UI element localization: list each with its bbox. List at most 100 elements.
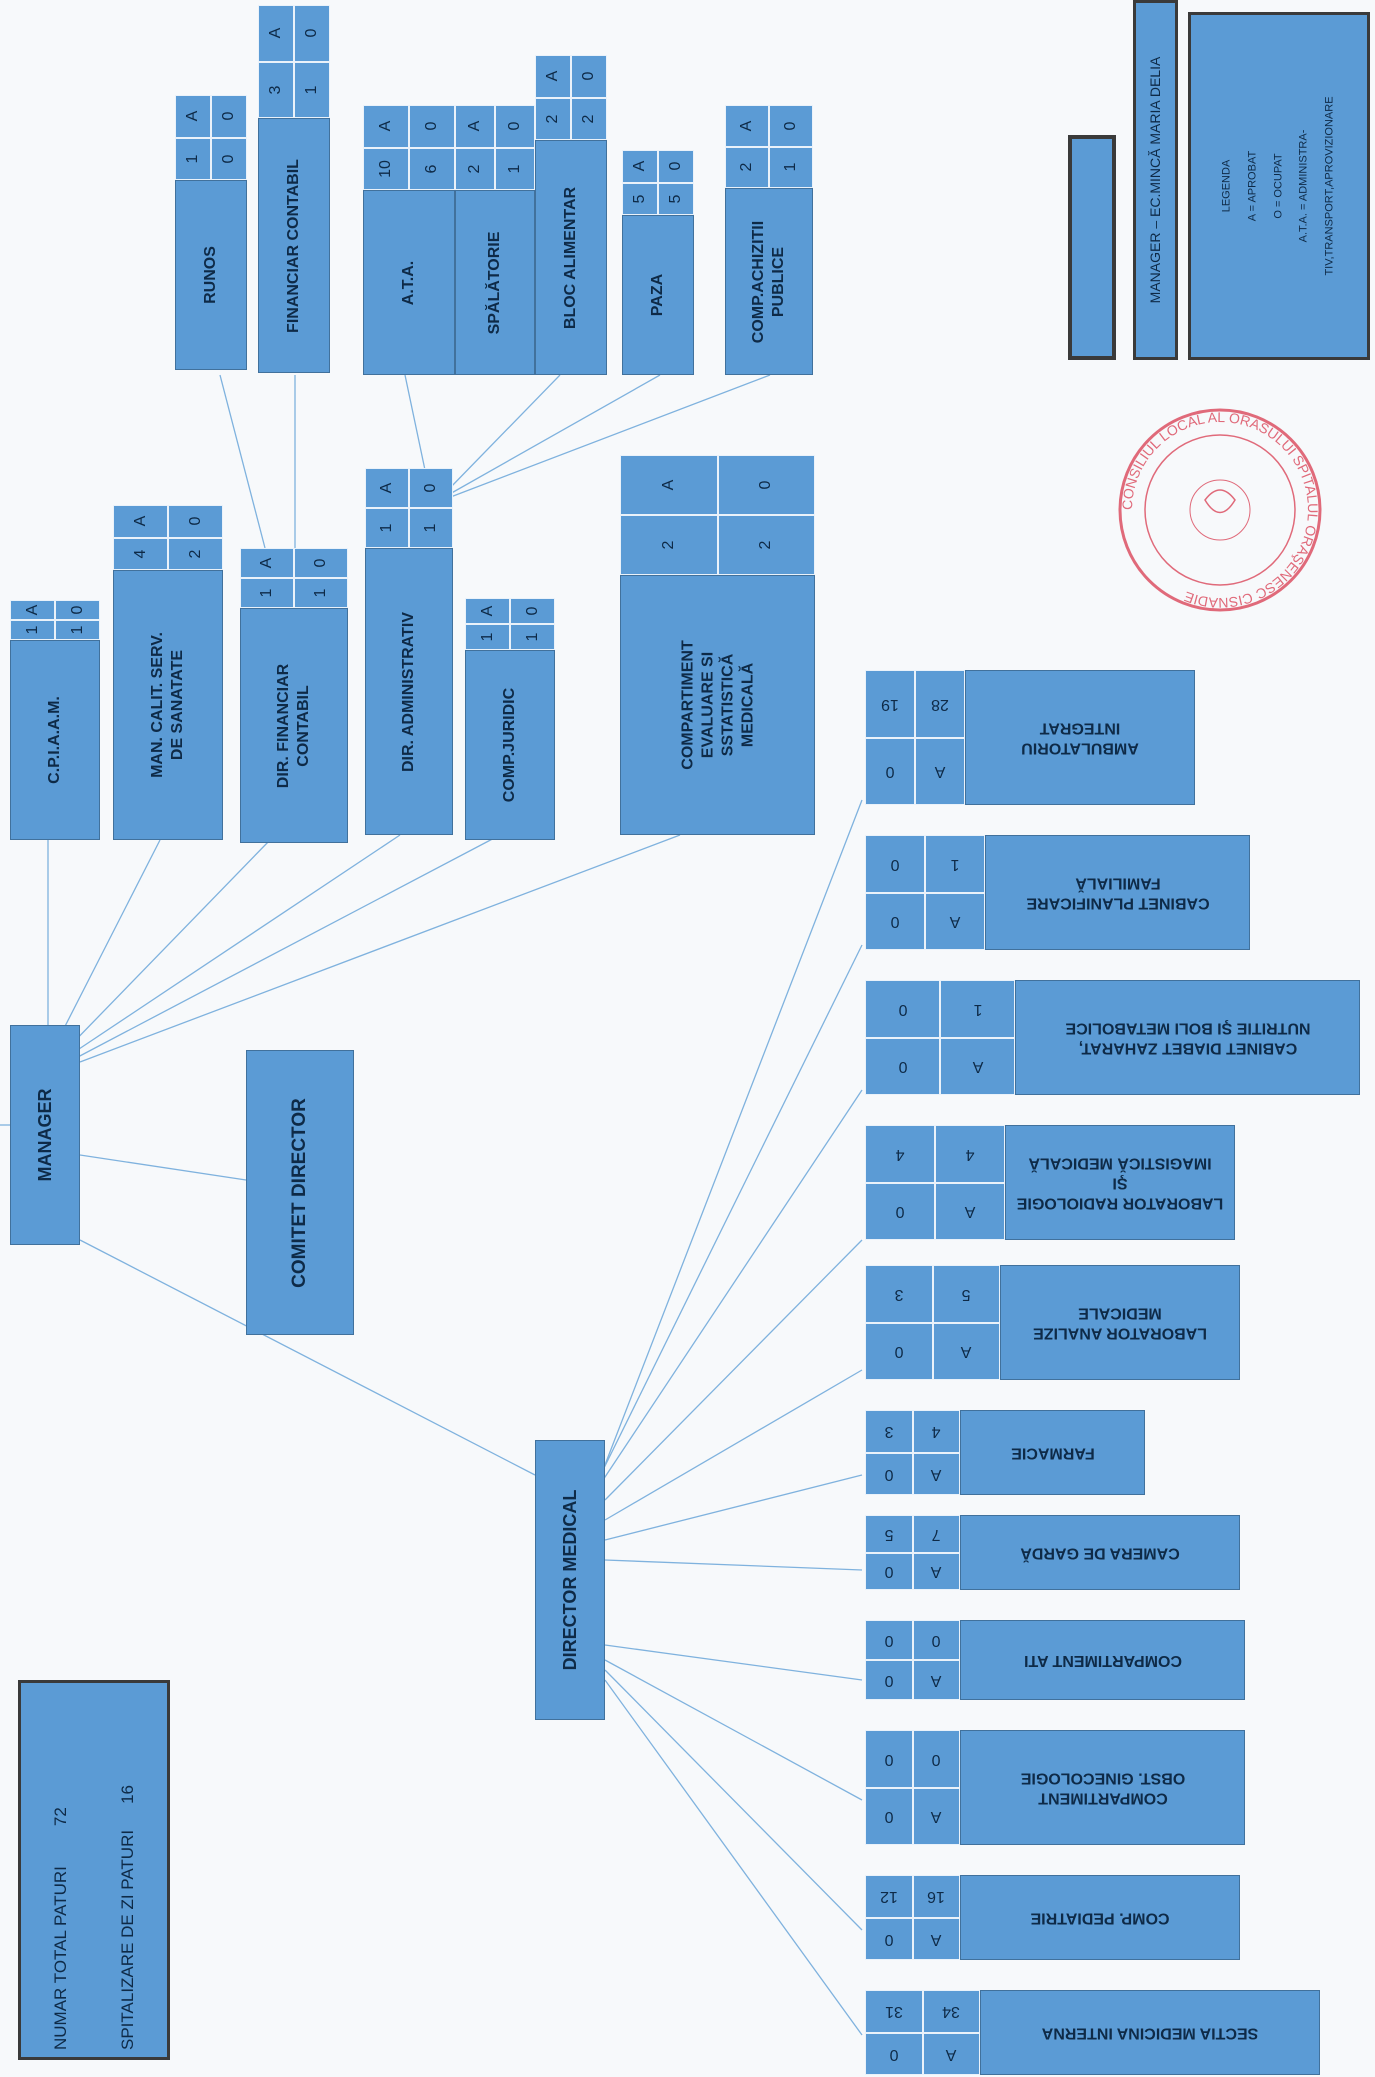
medical-unit-0-label: AMBULATORIU INTEGRAT <box>1021 719 1139 757</box>
medical-unit-10-approved-count: 34 <box>942 2003 961 2021</box>
legend-line-3: A.T.A. = ADMINISTRA- <box>1297 129 1310 243</box>
support-unit-6-box[interactable]: COMP.ACHIZITII PUBLICE <box>725 188 813 375</box>
admin-unit-0-letter-o: 0 <box>68 605 86 615</box>
medical-unit-8-box[interactable]: COMPARTIMENT OBST. GINECOLOGIE <box>960 1730 1245 1845</box>
medical-unit-10-occupied-count: 31 <box>884 2003 903 2021</box>
medical-unit-0-occupied-count: 19 <box>881 695 899 713</box>
medical-unit-6-box[interactable]: CAMERA DE GARDĂ <box>960 1515 1240 1590</box>
admin-unit-4-letter-o: 0 <box>523 606 541 616</box>
support-unit-3-letter-a-cell: A <box>455 105 495 148</box>
medical-unit-8-label: COMPARTIMENT OBST. GINECOLOGIE <box>1020 1769 1185 1807</box>
medical-unit-9-letter-a-cell: A <box>912 1917 960 1960</box>
medical-unit-7-box[interactable]: COMPARTIMENT ATI <box>960 1620 1245 1700</box>
medical-unit-0-box[interactable]: AMBULATORIU INTEGRAT <box>965 670 1195 805</box>
medical-unit-10-letter-o-cell: 0 <box>865 2032 923 2075</box>
medical-unit-10-label: SECTIA MEDICINA INTERNA <box>1041 2024 1259 2042</box>
support-unit-6-approved-count: 2 <box>738 162 755 172</box>
support-unit-6-occupied-count: 1 <box>782 162 799 172</box>
admin-unit-3-letter-o-cell: 0 <box>409 468 453 508</box>
admin-unit-5-letter-o: 0 <box>757 480 775 490</box>
admin-unit-2-letter-a: A <box>258 557 275 569</box>
support-unit-0-letter-o-cell: 0 <box>211 95 247 138</box>
manager-name-label: MANAGER – EC.MINCĂ MARIA DELIA <box>1146 56 1163 304</box>
support-unit-2-occupied-count-cell: 6 <box>409 147 455 190</box>
admin-unit-1-approved-count-cell: 4 <box>113 537 168 570</box>
admin-unit-2-approved-count-cell: 1 <box>240 578 294 608</box>
comitet-director-box[interactable]: COMITET DIRECTOR <box>246 1050 354 1335</box>
medical-unit-7-label: COMPARTIMENT ATI <box>1023 1652 1182 1669</box>
medical-unit-5-letter-o: 0 <box>884 1465 894 1483</box>
admin-unit-0-box[interactable]: C.P.I.A.A.M. <box>10 640 100 840</box>
admin-unit-4-box[interactable]: COMP.JURIDIC <box>465 650 555 840</box>
medical-unit-9-letter-a: A <box>930 1930 942 1948</box>
medical-unit-9-letter-o-cell: 0 <box>865 1917 913 1960</box>
admin-unit-0-approved-count-cell: 1 <box>10 620 55 640</box>
admin-unit-1-label: MAN. CALIT. SERV. DE SANATATE <box>149 632 186 778</box>
support-unit-4-letter-o: 0 <box>580 71 597 81</box>
medical-unit-1-letter-a-cell: A <box>925 892 985 950</box>
medical-unit-2-box[interactable]: CABINET DIABET ZAHARAT, NUTRITIE ŞI BOLI… <box>1015 980 1360 1095</box>
medical-unit-4-box[interactable]: LABORATOR ANALIZE MEDICALE <box>1000 1265 1240 1380</box>
medical-unit-3-label: LABORATOR RADIOLOGIE ŞI IMAGISTICĂ MEDIC… <box>1016 1154 1224 1212</box>
medical-unit-8-occupied-count-cell: 0 <box>865 1730 913 1788</box>
support-unit-5-approved-count: 5 <box>631 194 648 204</box>
medical-unit-3-box[interactable]: LABORATOR RADIOLOGIE ŞI IMAGISTICĂ MEDIC… <box>1005 1125 1235 1240</box>
medical-unit-3-occupied-count-cell: 4 <box>865 1125 935 1183</box>
support-unit-1-letter-a: A <box>267 27 284 39</box>
support-unit-1-box[interactable]: FINANCIAR CONTABIL <box>258 118 330 373</box>
medical-unit-5-box[interactable]: FARMACIE <box>960 1410 1145 1495</box>
admin-unit-5-letter-o-cell: 0 <box>717 455 815 515</box>
medical-unit-8-approved-count-cell: 0 <box>912 1730 960 1788</box>
medical-unit-10-box[interactable]: SECTIA MEDICINA INTERNA <box>980 1990 1320 2075</box>
admin-unit-3-occupied-count: 1 <box>422 523 439 533</box>
admin-unit-0-letter-a: A <box>23 604 41 616</box>
medical-unit-2-letter-o: 0 <box>898 1058 907 1076</box>
medical-unit-7-approved-count-cell: 0 <box>912 1620 960 1660</box>
medical-unit-4-occupied-count-cell: 3 <box>865 1265 933 1323</box>
support-unit-4-letter-a: A <box>544 70 561 82</box>
admin-unit-3-box[interactable]: DIR. ADMINISTRATIV <box>365 548 453 835</box>
support-unit-3-approved-count-cell: 2 <box>455 147 495 190</box>
total-beds-row: NUMAR TOTAL PATURI 72 <box>50 1807 71 2050</box>
medical-unit-9-approved-count: 16 <box>927 1888 946 1906</box>
admin-unit-5-occupied-count: 2 <box>757 540 775 550</box>
medical-unit-9-approved-count-cell: 16 <box>912 1875 960 1918</box>
support-unit-1-occupied-count-cell: 1 <box>294 61 330 118</box>
director-medical-box[interactable]: DIRECTOR MEDICAL <box>535 1440 605 1720</box>
support-unit-0-box[interactable]: RUNOS <box>175 180 247 370</box>
admin-unit-5-box[interactable]: COMPARTIMENT EVALUARE SI SSTATISTICĂ MED… <box>620 575 815 835</box>
manager-box[interactable]: MANAGER <box>10 1025 80 1245</box>
manager-label: MANAGER <box>34 1088 55 1182</box>
admin-unit-4-label: COMP.JURIDIC <box>501 687 518 803</box>
comitet-director-label: COMITET DIRECTOR <box>289 1097 311 1288</box>
support-unit-2-box[interactable]: A.T.A. <box>363 190 455 375</box>
support-unit-4-label: BLOC ALIMENTAR <box>562 186 579 329</box>
medical-unit-6-occupied-count-cell: 5 <box>865 1515 913 1553</box>
medical-unit-5-label: FARMACIE <box>1010 1444 1095 1462</box>
support-unit-5-box[interactable]: PAZA <box>622 215 694 375</box>
admin-unit-3-approved-count: 1 <box>378 523 395 533</box>
support-unit-1-occupied-count: 1 <box>303 85 320 95</box>
support-unit-5-approved-count-cell: 5 <box>622 182 658 215</box>
support-unit-1-label: FINANCIAR CONTABIL <box>285 158 302 333</box>
medical-unit-1-box[interactable]: CABINET PLANIFICARE FAMILIALĂ <box>985 835 1250 950</box>
medical-unit-4-letter-o-cell: 0 <box>865 1322 933 1380</box>
support-unit-4-box[interactable]: BLOC ALIMENTAR <box>535 140 607 375</box>
admin-unit-3-letter-a-cell: A <box>365 468 409 508</box>
admin-unit-1-box[interactable]: MAN. CALIT. SERV. DE SANATATE <box>113 570 223 840</box>
medical-unit-6-approved-count-cell: 7 <box>912 1515 960 1553</box>
admin-unit-2-box[interactable]: DIR. FINANCIAR CONTABIL <box>240 608 348 843</box>
support-unit-5-letter-a: A <box>631 160 648 172</box>
support-unit-3-box[interactable]: SPĂLĂTORIE <box>455 190 535 375</box>
medical-unit-9-box[interactable]: COMP. PEDIATRIE <box>960 1875 1240 1960</box>
support-unit-2-letter-a: A <box>377 120 394 132</box>
